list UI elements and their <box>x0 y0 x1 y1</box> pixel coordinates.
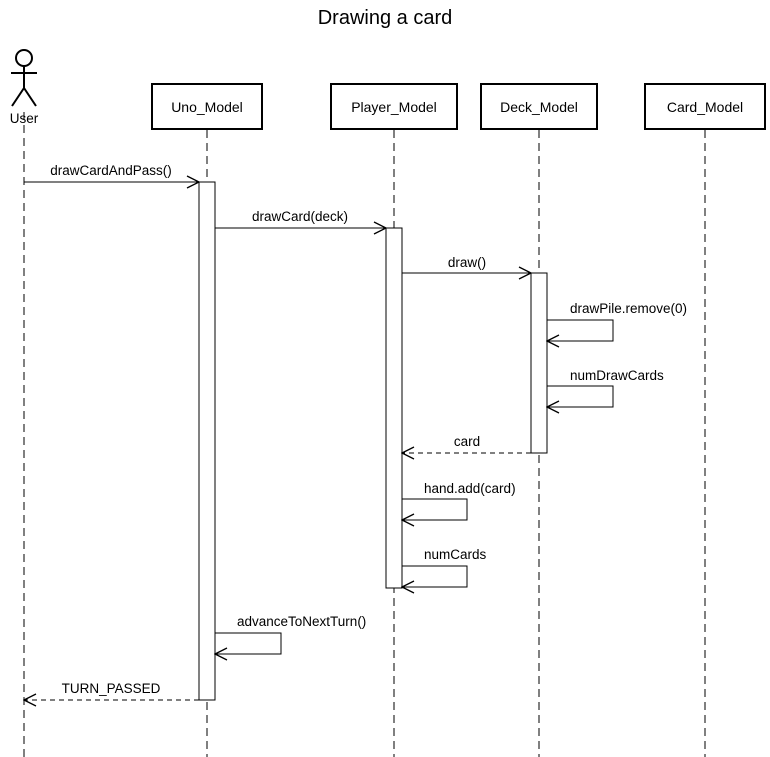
participant-label: Player_Model <box>351 99 437 115</box>
participant-label: Uno_Model <box>171 99 243 115</box>
participant-card-model: Card_Model <box>644 83 766 130</box>
message-label: advanceToNextTurn() <box>237 614 366 629</box>
user-actor-icon <box>11 49 37 107</box>
participant-uno-model: Uno_Model <box>151 83 263 130</box>
activation-player-model <box>385 227 403 589</box>
self-message-arrow <box>547 319 614 341</box>
message-label: TURN_PASSED <box>62 681 161 696</box>
participant-label: Deck_Model <box>500 99 578 115</box>
participant-deck-model: Deck_Model <box>480 83 598 130</box>
activation-uno-model <box>198 181 216 701</box>
diagram-title: Drawing a card <box>318 7 453 29</box>
participant-label: Card_Model <box>667 99 743 115</box>
message-label: numCards <box>424 547 487 562</box>
participant-player-model: Player_Model <box>330 83 458 130</box>
message-label: hand.add(card) <box>424 481 516 496</box>
message-label: drawCardAndPass() <box>50 163 172 178</box>
user-actor-label: User <box>10 111 39 126</box>
message-label: drawPile.remove(0) <box>570 301 687 316</box>
self-message-arrow <box>402 498 468 520</box>
message-label: draw() <box>448 255 486 270</box>
activation-deck-model <box>530 272 548 454</box>
message-label: card <box>454 434 480 449</box>
message-label: numDrawCards <box>570 368 664 383</box>
self-message-arrow <box>215 632 282 654</box>
message-label: drawCard(deck) <box>252 209 348 224</box>
self-message-arrow <box>402 565 468 587</box>
self-message-arrow <box>547 385 614 407</box>
